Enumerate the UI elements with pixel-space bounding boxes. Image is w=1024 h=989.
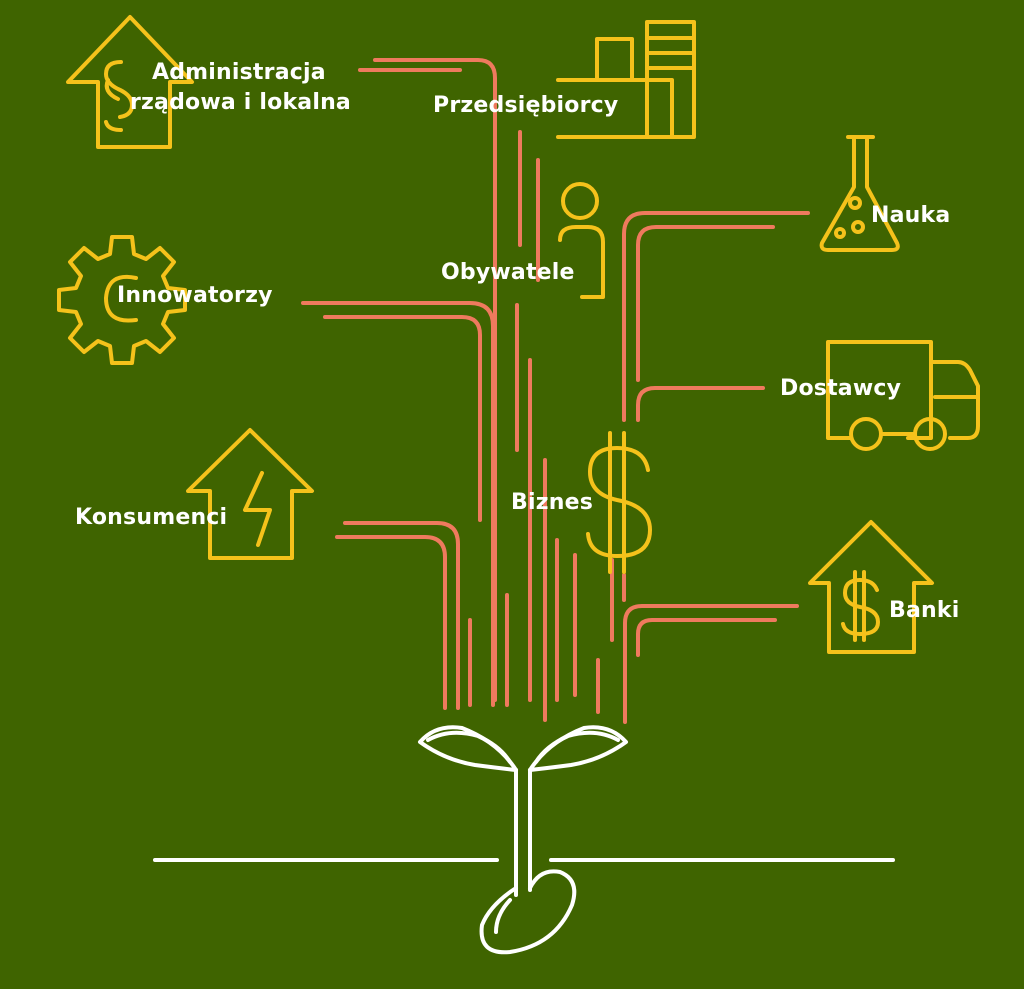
line-administracja-a	[373, 58, 497, 702]
buildings-icon	[556, 20, 696, 139]
node-nauka: Nauka	[871, 203, 951, 228]
line-nauka-a	[622, 211, 810, 422]
node-przedsiebiorcy: Przedsiębiorcy	[433, 93, 619, 118]
node-administracja: Administracja rządowa i lokalna	[130, 58, 351, 118]
line-banki-a	[623, 604, 799, 724]
sprout-icon	[153, 725, 895, 955]
flask-icon	[819, 135, 900, 252]
node-konsumenci: Konsumenci	[75, 505, 228, 530]
line-banki-b	[636, 618, 777, 657]
line-nauka-b	[636, 225, 775, 382]
line-dostawcy	[636, 386, 765, 422]
administracja-label-line2: rządowa i lokalna	[130, 90, 351, 115]
node-banki: Banki	[889, 598, 960, 623]
connector-lines	[301, 58, 810, 724]
dollar-icon	[586, 431, 652, 574]
node-dostawcy: Dostawcy	[780, 376, 902, 401]
person-icon	[558, 182, 605, 299]
line-innowatorzy-a	[301, 301, 495, 707]
line-innowatorzy-b	[323, 315, 482, 522]
house-paragraph-icon	[66, 15, 194, 149]
truck-icon	[826, 340, 980, 451]
node-innowatorzy: Innowatorzy	[117, 283, 273, 308]
gear-icon	[57, 235, 187, 365]
house-dollar-icon	[808, 520, 934, 654]
administracja-label-line1: Administracja	[152, 60, 326, 85]
line-konsumenci-a	[343, 521, 460, 710]
line-konsumenci-b	[335, 535, 447, 710]
node-biznes: Biznes	[511, 490, 593, 515]
node-obywatele: Obywatele	[441, 260, 575, 285]
house-lightning-icon	[186, 428, 314, 560]
